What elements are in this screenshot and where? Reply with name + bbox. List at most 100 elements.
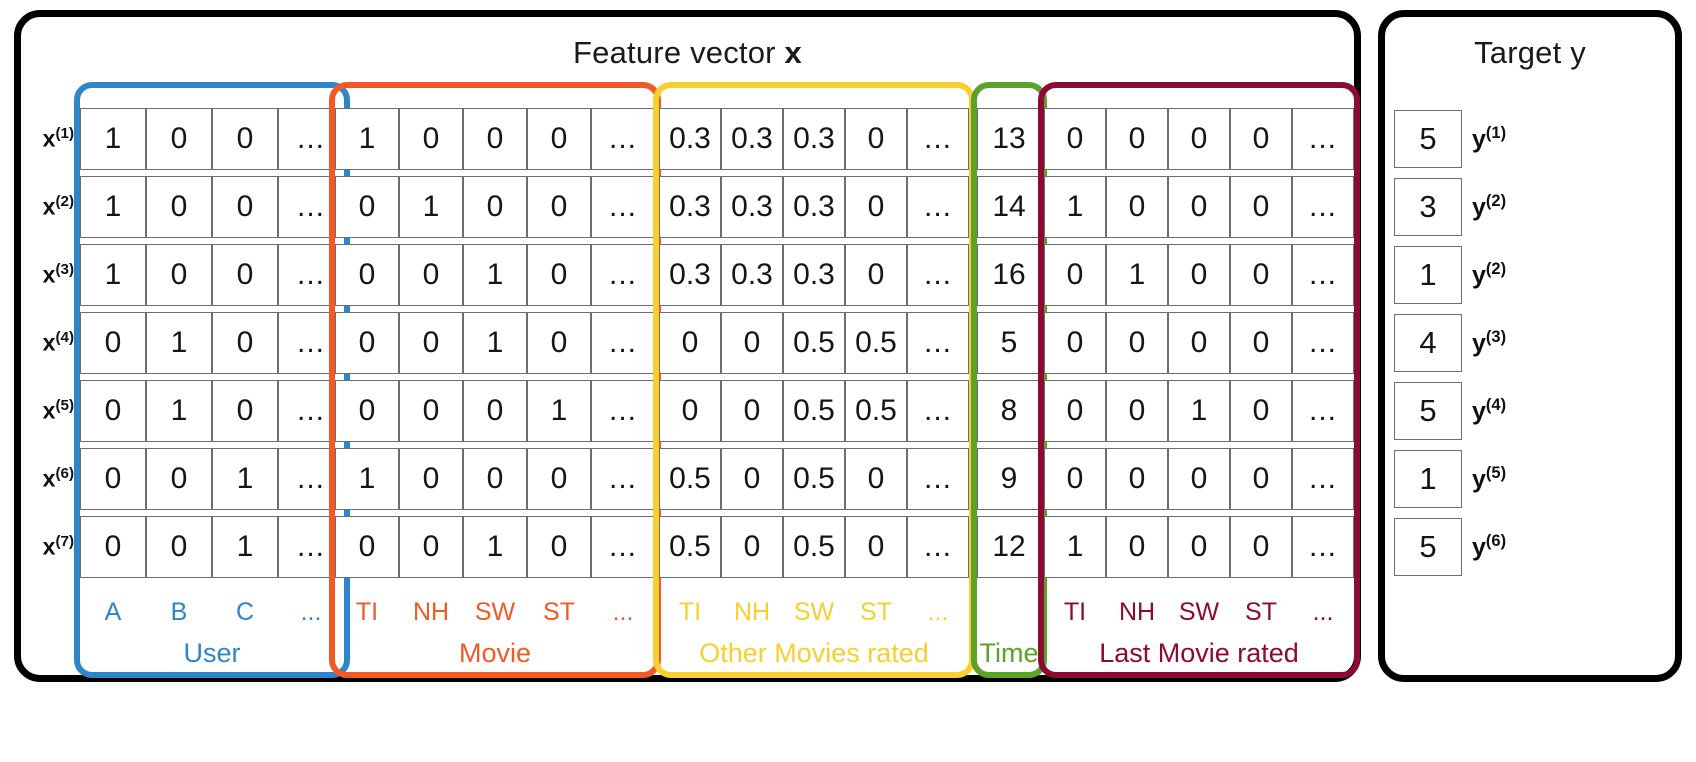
cell-last-movie-rated-r3-c4: 0 <box>1230 244 1292 306</box>
target-cell-1: 5 <box>1394 110 1462 168</box>
group-name-user: User <box>183 638 241 668</box>
cell-user-r4-c3: 0 <box>212 312 278 374</box>
cell-last-movie-rated-r7-c2: 0 <box>1106 516 1168 578</box>
cell-last-movie-rated-r4-c5: ... <box>1292 312 1354 374</box>
cell-last-movie-rated-r7-c3: 0 <box>1168 516 1230 578</box>
cell-last-movie-rated-r7-c4: 0 <box>1230 516 1292 578</box>
group-name-other-movies-rated: Other Movies rated <box>699 638 929 668</box>
cell-movie-r2-c2: 1 <box>399 176 463 238</box>
cell-other-movies-rated-r1-c1: 0.3 <box>659 108 721 170</box>
cell-movie-r7-c2: 0 <box>399 516 463 578</box>
cell-other-movies-rated-r7-c4: 0 <box>845 516 907 578</box>
cell-last-movie-rated-r4-c3: 0 <box>1168 312 1230 374</box>
cell-last-movie-rated-r2-c5: ... <box>1292 176 1354 238</box>
cell-movie-r1-c4: 0 <box>527 108 591 170</box>
cell-movie-r2-c5: ... <box>591 176 655 238</box>
row-label-x6: x(6) <box>42 465 74 492</box>
cell-other-movies-rated-r2-c3: 0.3 <box>783 176 845 238</box>
cell-movie-r5-c2: 0 <box>399 380 463 442</box>
row-label-x3: x(3) <box>42 261 74 288</box>
cell-movie-r6-c2: 0 <box>399 448 463 510</box>
cell-last-movie-rated-r5-c5: ... <box>1292 380 1354 442</box>
feature-panel-title-text: Feature vector <box>573 35 785 70</box>
cell-movie-r5-c4: 1 <box>527 380 591 442</box>
feature-panel-title: Feature vector x <box>21 35 1354 71</box>
target-label-y6: y(5) <box>1472 464 1507 494</box>
cell-other-movies-rated-r4-c2: 0 <box>721 312 783 374</box>
cell-movie-r2-c3: 0 <box>463 176 527 238</box>
cell-other-movies-rated-r1-c5: ... <box>907 108 969 170</box>
cell-movie-r7-c1: 0 <box>335 516 399 578</box>
cell-movie-r7-c3: 1 <box>463 516 527 578</box>
cell-other-movies-rated-r4-c1: 0 <box>659 312 721 374</box>
cell-movie-r4-c5: ... <box>591 312 655 374</box>
cell-other-movies-rated-r1-c3: 0.3 <box>783 108 845 170</box>
cell-movie-r3-c4: 0 <box>527 244 591 306</box>
sub-label-movie-2: NH <box>412 598 450 626</box>
cell-time-r7-c1: 12 <box>977 516 1041 578</box>
cell-movie-r2-c4: 0 <box>527 176 591 238</box>
cell-last-movie-rated-r1-c3: 0 <box>1168 108 1230 170</box>
sub-label-movie-5: ... <box>612 598 634 626</box>
cell-other-movies-rated-r5-c1: 0 <box>659 380 721 442</box>
cell-movie-r4-c2: 0 <box>399 312 463 374</box>
cell-other-movies-rated-r6-c1: 0.5 <box>659 448 721 510</box>
cell-other-movies-rated-r3-c4: 0 <box>845 244 907 306</box>
target-cell-5: 5 <box>1394 382 1462 440</box>
cell-other-movies-rated-r3-c1: 0.3 <box>659 244 721 306</box>
cell-time-r5-c1: 8 <box>977 380 1041 442</box>
cell-other-movies-rated-r2-c1: 0.3 <box>659 176 721 238</box>
cell-time-r2-c1: 14 <box>977 176 1041 238</box>
cell-user-r6-c3: 1 <box>212 448 278 510</box>
cell-last-movie-rated-r1-c1: 0 <box>1044 108 1106 170</box>
cell-last-movie-rated-r6-c4: 0 <box>1230 448 1292 510</box>
cell-movie-r1-c5: ... <box>591 108 655 170</box>
cell-movie-r3-c2: 0 <box>399 244 463 306</box>
sub-label-user-3: C <box>235 598 255 626</box>
cell-movie-r4-c4: 0 <box>527 312 591 374</box>
cell-user-r3-c3: 0 <box>212 244 278 306</box>
cell-movie-r4-c1: 0 <box>335 312 399 374</box>
sub-label-last-movie-rated-1: TI <box>1063 598 1087 626</box>
cell-user-r5-c2: 1 <box>146 380 212 442</box>
cell-movie-r6-c5: ... <box>591 448 655 510</box>
row-label-x5: x(5) <box>42 397 74 424</box>
cell-user-r6-c2: 0 <box>146 448 212 510</box>
cell-last-movie-rated-r2-c2: 0 <box>1106 176 1168 238</box>
cell-movie-r7-c4: 0 <box>527 516 591 578</box>
cell-user-r4-c2: 1 <box>146 312 212 374</box>
cell-last-movie-rated-r1-c4: 0 <box>1230 108 1292 170</box>
target-cell-2: 3 <box>1394 178 1462 236</box>
cell-user-r7-c1: 0 <box>80 516 146 578</box>
target-panel-title: Target y <box>1474 35 1586 70</box>
cell-last-movie-rated-r4-c4: 0 <box>1230 312 1292 374</box>
target-label-y1: y(1) <box>1472 124 1507 154</box>
cell-last-movie-rated-r3-c3: 0 <box>1168 244 1230 306</box>
cell-user-r3-c2: 0 <box>146 244 212 306</box>
sub-label-last-movie-rated-5: ... <box>1312 598 1334 626</box>
cell-user-r7-c2: 0 <box>146 516 212 578</box>
cell-movie-r1-c3: 0 <box>463 108 527 170</box>
cell-last-movie-rated-r6-c5: ... <box>1292 448 1354 510</box>
cell-other-movies-rated-r6-c2: 0 <box>721 448 783 510</box>
sub-label-other-movies-rated-4: ST <box>860 598 892 626</box>
cell-movie-r2-c1: 0 <box>335 176 399 238</box>
sub-label-other-movies-rated-3: SW <box>793 598 835 626</box>
sub-label-movie-4: ST <box>543 598 575 626</box>
sub-label-movie-1: TI <box>355 598 379 626</box>
cell-other-movies-rated-r7-c2: 0 <box>721 516 783 578</box>
sub-label-user-4: ... <box>300 598 322 626</box>
cell-last-movie-rated-r6-c2: 0 <box>1106 448 1168 510</box>
cell-other-movies-rated-r4-c4: 0.5 <box>845 312 907 374</box>
row-label-x7: x(7) <box>42 533 74 560</box>
cell-last-movie-rated-r2-c1: 1 <box>1044 176 1106 238</box>
cell-user-r3-c1: 1 <box>80 244 146 306</box>
cell-user-r5-c1: 0 <box>80 380 146 442</box>
target-label-y2: y(2) <box>1472 192 1507 222</box>
cell-movie-r1-c2: 0 <box>399 108 463 170</box>
cell-movie-r5-c3: 0 <box>463 380 527 442</box>
cell-user-r7-c3: 1 <box>212 516 278 578</box>
target-cell-4: 4 <box>1394 314 1462 372</box>
cell-last-movie-rated-r6-c1: 0 <box>1044 448 1106 510</box>
cell-user-r4-c1: 0 <box>80 312 146 374</box>
